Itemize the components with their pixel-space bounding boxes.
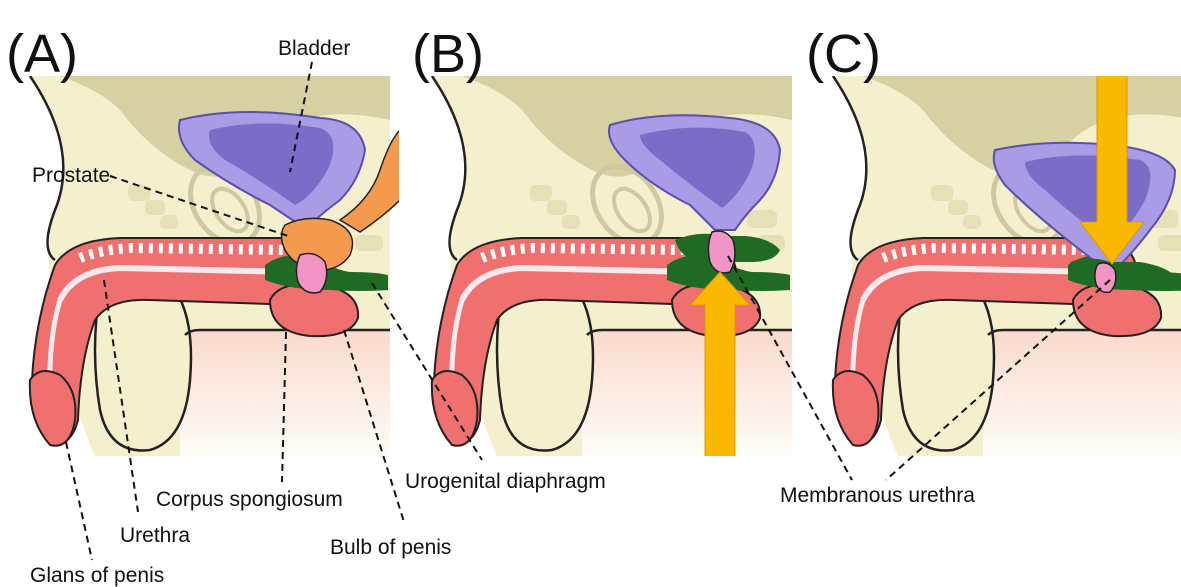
membranous-urethra-shape [1095,263,1116,292]
label-bulb-of-penis: Bulb of penis [330,536,451,559]
membranous-urethra-shape [296,254,326,293]
label-corpus-spongiosum: Corpus spongiosum [156,488,343,511]
panel-letter-a: (A) [6,24,78,84]
label-bladder: Bladder [278,37,350,60]
label-urogenital-diaphragm: Urogenital diaphragm [405,470,606,493]
panel-letter-b: (B) [412,24,484,84]
label-membranous-urethra: Membranous urethra [780,484,975,507]
membranous-urethra-shape [708,231,735,273]
label-urethra: Urethra [120,524,190,547]
panel-b [432,76,792,478]
panel-a [30,76,400,456]
label-glans-of-penis: Glans of penis [30,564,164,587]
panel-c [833,30,1181,456]
panel-letter-c: (C) [806,24,881,84]
label-prostate: Prostate [32,164,110,187]
